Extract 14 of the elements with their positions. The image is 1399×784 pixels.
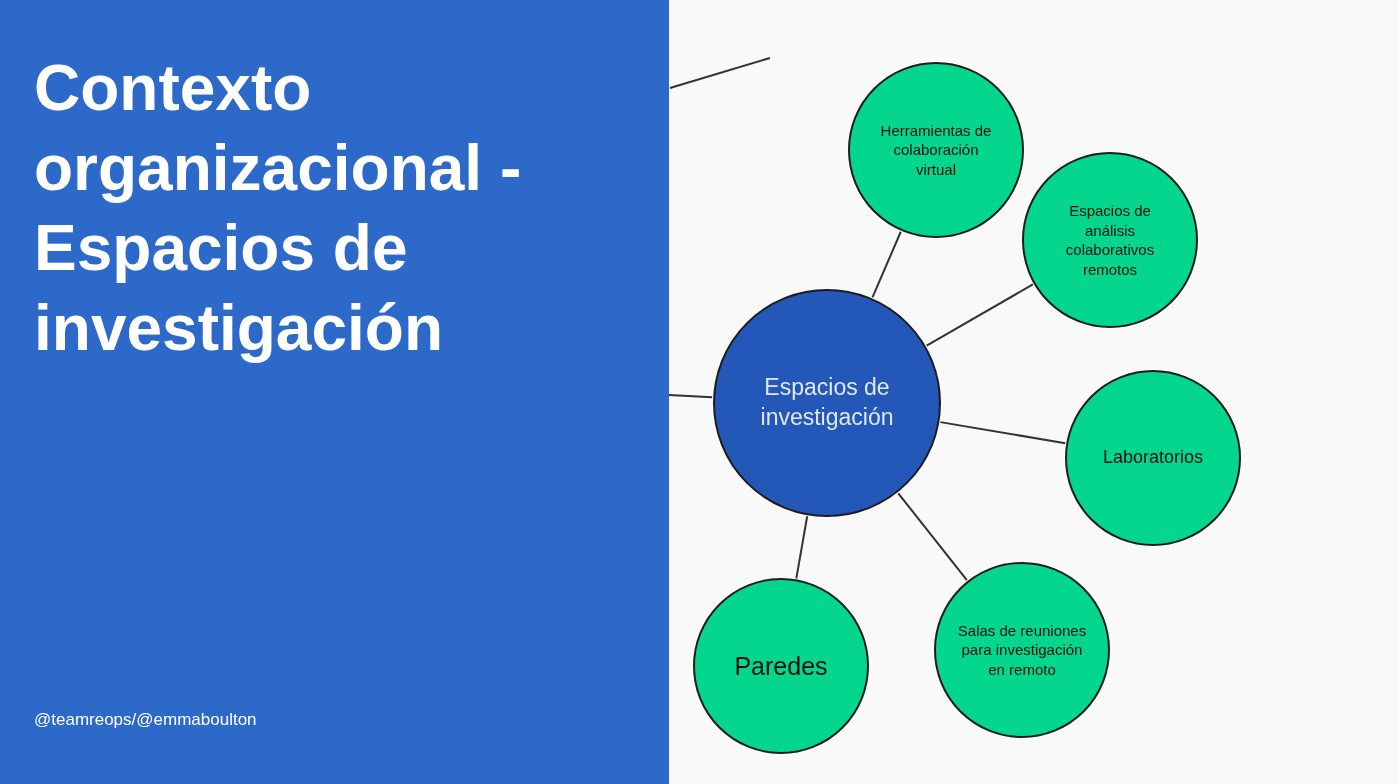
connector-line	[668, 394, 714, 399]
title: Contexto organizacional - Espacios de investigación	[34, 51, 523, 366]
topic-label: Salas de reuniones para investigación en remoto	[956, 620, 1088, 680]
author-handle: @teamreops/@emmaboulton	[34, 710, 257, 730]
topic-label: Espacios de análisis colaborativos remotos	[1064, 201, 1156, 279]
connector-line	[939, 421, 1067, 445]
topic-label: Laboratorios	[1101, 446, 1205, 470]
topic-label: Espacios de investigación	[759, 373, 895, 432]
topic-label: Herramientas de colaboración virtual	[879, 120, 993, 180]
connector-line	[897, 492, 968, 582]
connector-line	[925, 283, 1034, 347]
connector-line	[795, 515, 809, 580]
connector-line	[871, 230, 902, 299]
topic-label: Paredes	[733, 650, 829, 682]
